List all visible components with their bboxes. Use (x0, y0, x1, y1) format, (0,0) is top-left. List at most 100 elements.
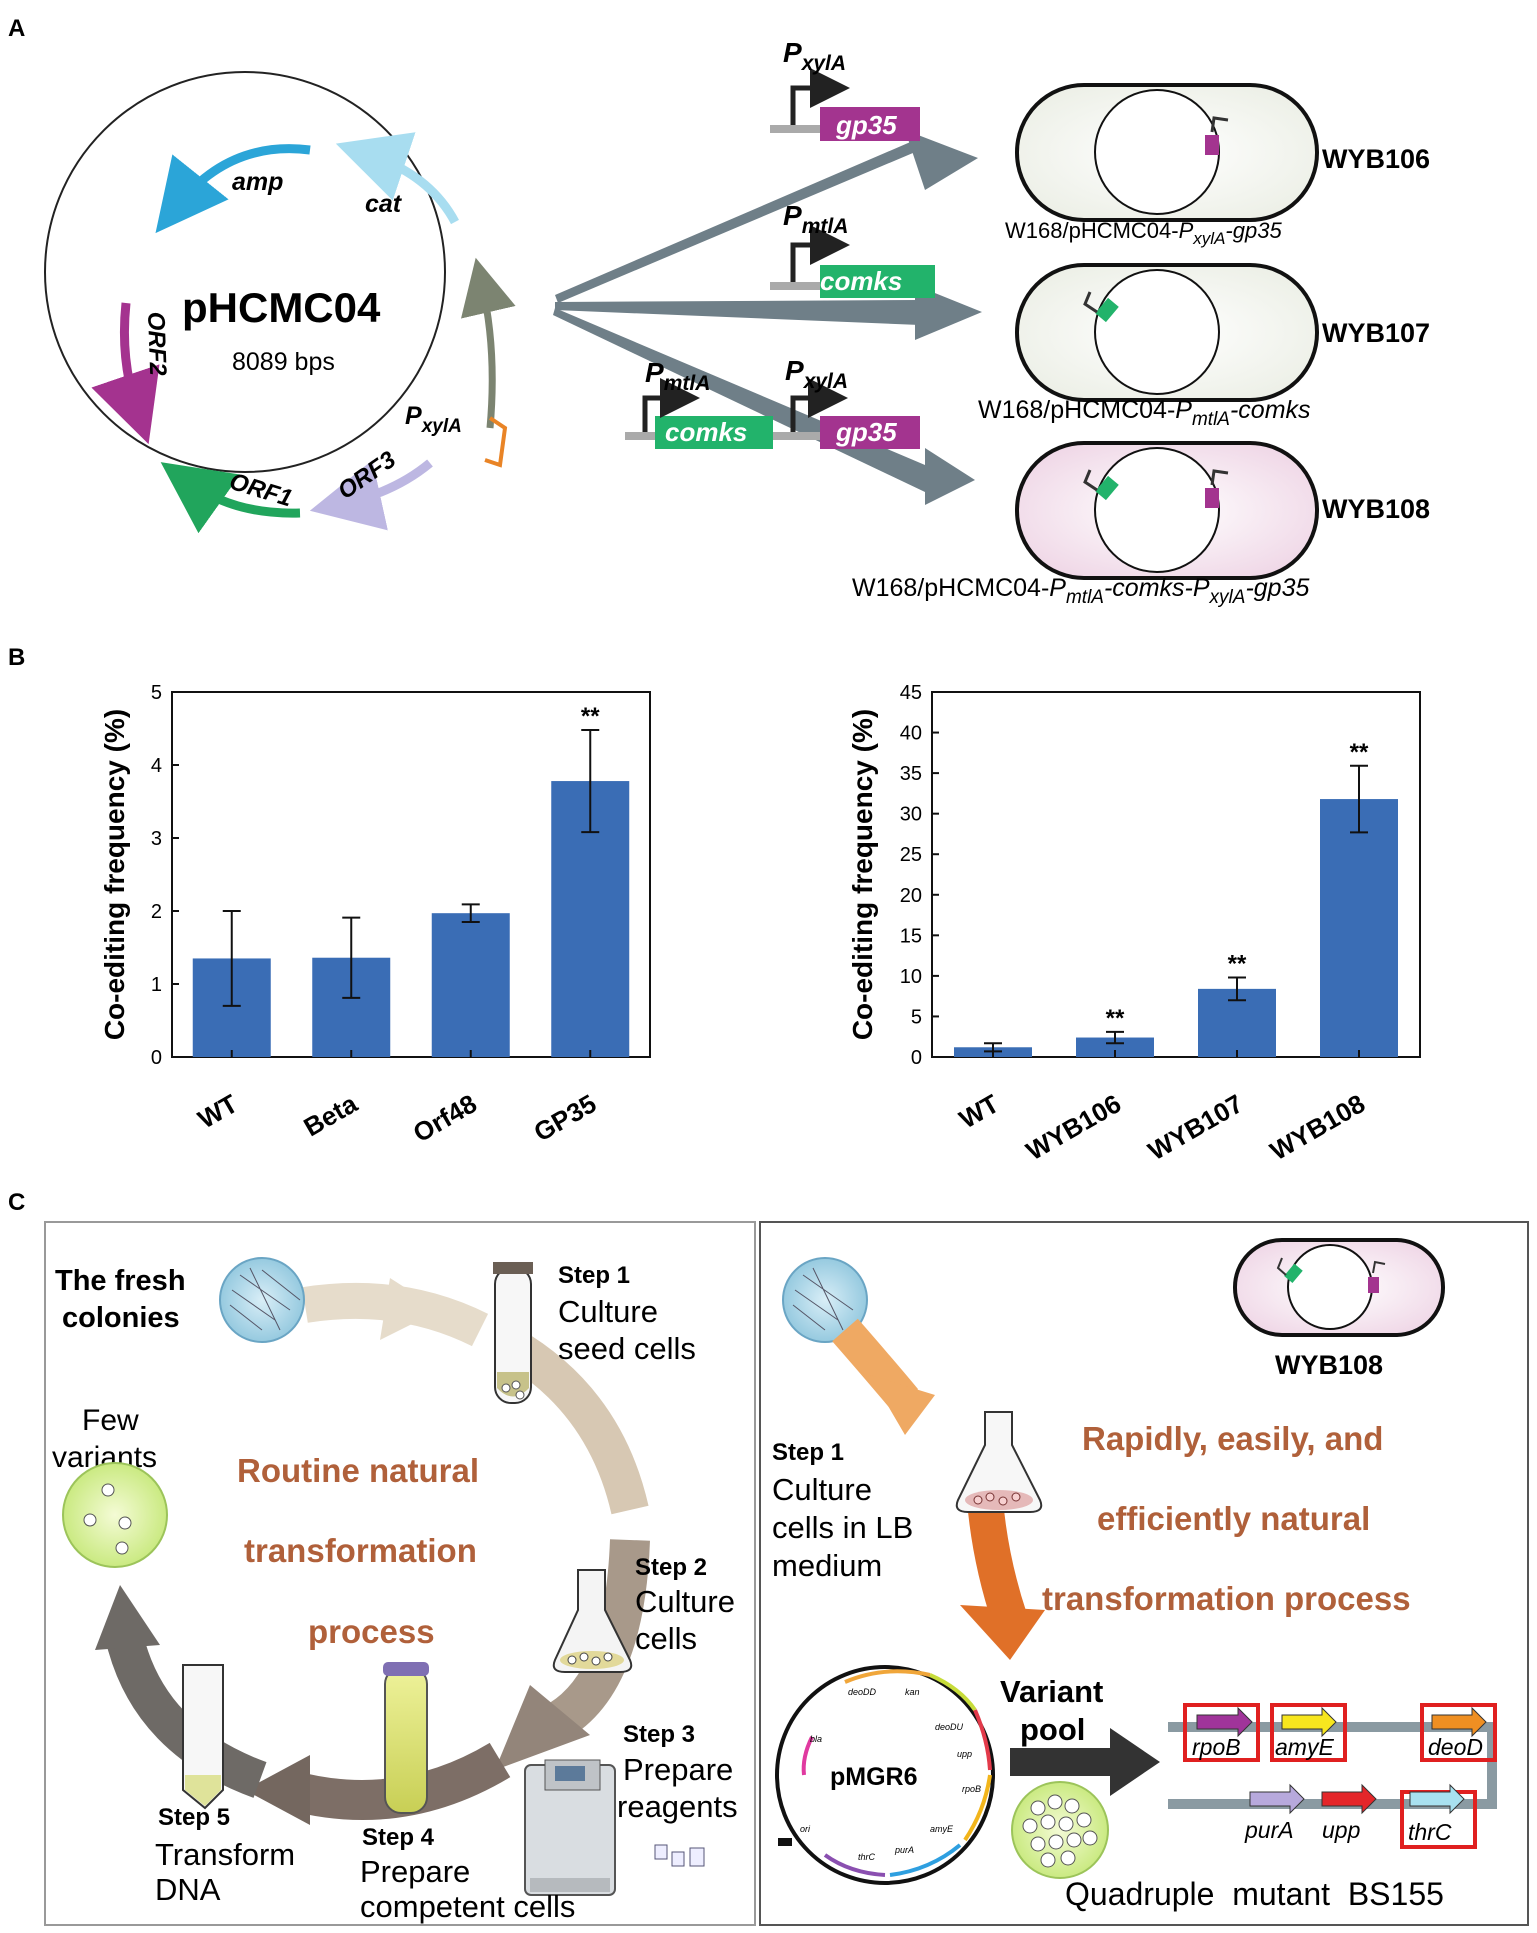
fan-arrow-mid (555, 300, 920, 325)
plasmid-circle (44, 71, 446, 473)
y-tick-label: 3 (151, 828, 162, 850)
bar (1320, 799, 1398, 1057)
comks-box (820, 265, 935, 298)
promoter-mark-icon (1083, 291, 1098, 314)
promoter-arrow-icon (790, 68, 850, 125)
pmtla-label: PmtlA (783, 200, 848, 238)
y-tick-label: 35 (900, 763, 922, 785)
pura-label: purA (894, 1845, 914, 1855)
y-tick-label: 0 (151, 1047, 162, 1069)
x-tick-label: WT (954, 1088, 1004, 1134)
thrc-gene-label: thrC (1408, 1819, 1452, 1845)
y-axis-label: Co-editing frequency (%) (847, 709, 878, 1040)
rpob-label: rpoB (962, 1784, 981, 1794)
strain-wyb107: WYB107 W168/pHCMC04-PmtlA-comks (978, 263, 1430, 430)
y-tick-label: 30 (900, 804, 922, 826)
deodd-label: deoDD (848, 1687, 877, 1697)
promoter-mark-icon (1210, 116, 1229, 133)
kan-label: kan (905, 1687, 920, 1697)
fan-arrow-top-head (905, 130, 978, 190)
x-tick-label: WYB107 (1143, 1088, 1248, 1166)
upp-label: upp (957, 1749, 972, 1759)
panel-a: A amp cat pHCMC04 8089 bps ORF2 ORF1 ORF… (8, 15, 1430, 608)
fan-arrow-bot (553, 308, 925, 492)
fan-arrow-mid-head (915, 285, 982, 340)
plot-frame (931, 691, 1421, 1058)
deod-gene-arrow (1431, 1706, 1487, 1738)
pxyla-label: PxylA (785, 355, 848, 393)
pmgr6-plasmid: pMGR6 deoDD kan deoDU upp rpoB amyE purA… (775, 1665, 995, 1885)
x-tick-label: Orf48 (408, 1088, 482, 1148)
orange-flow-head-2 (960, 1605, 1045, 1660)
promoter-mark-icon (1083, 469, 1098, 492)
gp35-marker (1205, 488, 1219, 508)
comks-marker (1095, 475, 1119, 501)
routine-frame (44, 1221, 756, 1926)
significance-label: ** (1350, 739, 1369, 766)
pmtla-label: PmtlA (645, 357, 710, 395)
strain-name: WYB108 (1322, 494, 1430, 524)
y-tick-label: 0 (911, 1047, 922, 1069)
step5-title: Step 5 (158, 1804, 230, 1831)
variant-pool-plate-icon (1011, 1781, 1109, 1879)
gp35-box (820, 416, 920, 449)
bar (1076, 1037, 1154, 1057)
rapid-frame (759, 1221, 1529, 1926)
orange-flow-head-1 (870, 1375, 935, 1435)
orf1-gene-arrow (160, 462, 301, 534)
strain-wyb106: WYB106 W168/pHCMC04-PxylA-gp35 (1005, 83, 1430, 248)
thrc-label: thrC (858, 1852, 876, 1862)
significance-label: ** (581, 703, 600, 730)
cycle-head-3 (495, 1685, 590, 1770)
cat-gene-label: cat (365, 190, 403, 218)
y-tick-label: 40 (900, 723, 922, 745)
pool-arrow (1010, 1728, 1160, 1796)
gp35-label: gp35 (835, 417, 897, 447)
mutant-chromosome: rpoB amyE deoD purA upp thrC (1168, 1703, 1497, 1849)
cycle-head-4 (245, 1755, 310, 1825)
step1-title: Step 1 (558, 1262, 630, 1289)
amye-label: amyE (930, 1824, 954, 1834)
amye-gene-label: amyE (1275, 1734, 1334, 1760)
deod-box (1420, 1703, 1497, 1762)
strain-wyb108: WYB108 W168/pHCMC04-PmtlA-comks-PxylA-gp… (852, 441, 1430, 608)
x-tick-label: GP35 (529, 1088, 602, 1147)
reagent-bottles-icon (654, 1844, 705, 1867)
transform-tube-icon (182, 1664, 224, 1810)
y-tick-label: 5 (151, 682, 162, 704)
plasmid-name: pHCMC04 (182, 284, 381, 331)
y-tick-label: 25 (900, 844, 922, 866)
y-tick-label: 20 (900, 885, 922, 907)
significance-label: ** (1106, 1005, 1125, 1032)
flask-icon (552, 1569, 633, 1673)
y-tick-label: 1 (151, 974, 162, 996)
upp-gene-arrow (1321, 1783, 1377, 1815)
competent-cells-tube-icon (383, 1662, 429, 1814)
strain-label: W168/pHCMC04-PmtlA-comks-PxylA-gp35 (852, 574, 1309, 608)
chromosome-circle (1094, 447, 1220, 573)
orange-flow-arrow-2 (967, 1498, 1028, 1626)
gp35-marker (1205, 135, 1219, 155)
comks-box (655, 416, 773, 449)
promoter-arrow-icon (642, 378, 700, 432)
step3-title: Step 3 (623, 1721, 695, 1748)
chromosome-circle (1094, 89, 1220, 215)
x-tick-label: WYB108 (1265, 1088, 1370, 1166)
y-tick-label: 4 (151, 755, 162, 777)
bar (431, 913, 510, 1057)
promoter-pxyla-icon (484, 416, 508, 468)
x-tick-label: Beta (298, 1088, 362, 1142)
step4-title: Step 4 (362, 1824, 435, 1851)
y-tick-label: 10 (900, 966, 922, 988)
y-tick-label: 2 (151, 901, 162, 923)
